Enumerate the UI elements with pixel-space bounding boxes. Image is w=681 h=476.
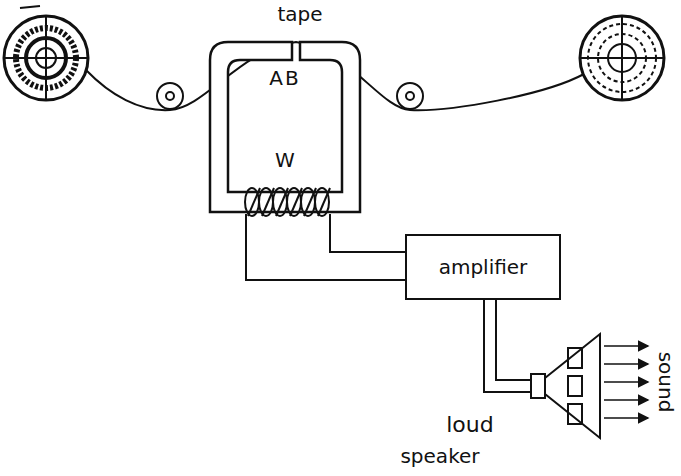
sound-label: sound (656, 352, 676, 413)
coil-lead-wire (246, 214, 405, 280)
take-up-reel (580, 16, 664, 100)
tape-label: tape (277, 4, 322, 24)
coil-label: W (275, 150, 295, 170)
loudspeaker-symbol (531, 334, 600, 438)
coil-winding (245, 188, 330, 216)
head-gap-label: AB (269, 68, 300, 88)
speaker-label: loud (446, 414, 493, 436)
speaker-cable (484, 300, 531, 392)
playback-head-core (210, 42, 360, 212)
speaker-label: speaker (400, 446, 479, 466)
amplifier-box: amplifier (405, 234, 561, 300)
node-text: amplifier (439, 255, 528, 279)
supply-reel (4, 6, 88, 100)
sound-arrow (604, 346, 648, 418)
